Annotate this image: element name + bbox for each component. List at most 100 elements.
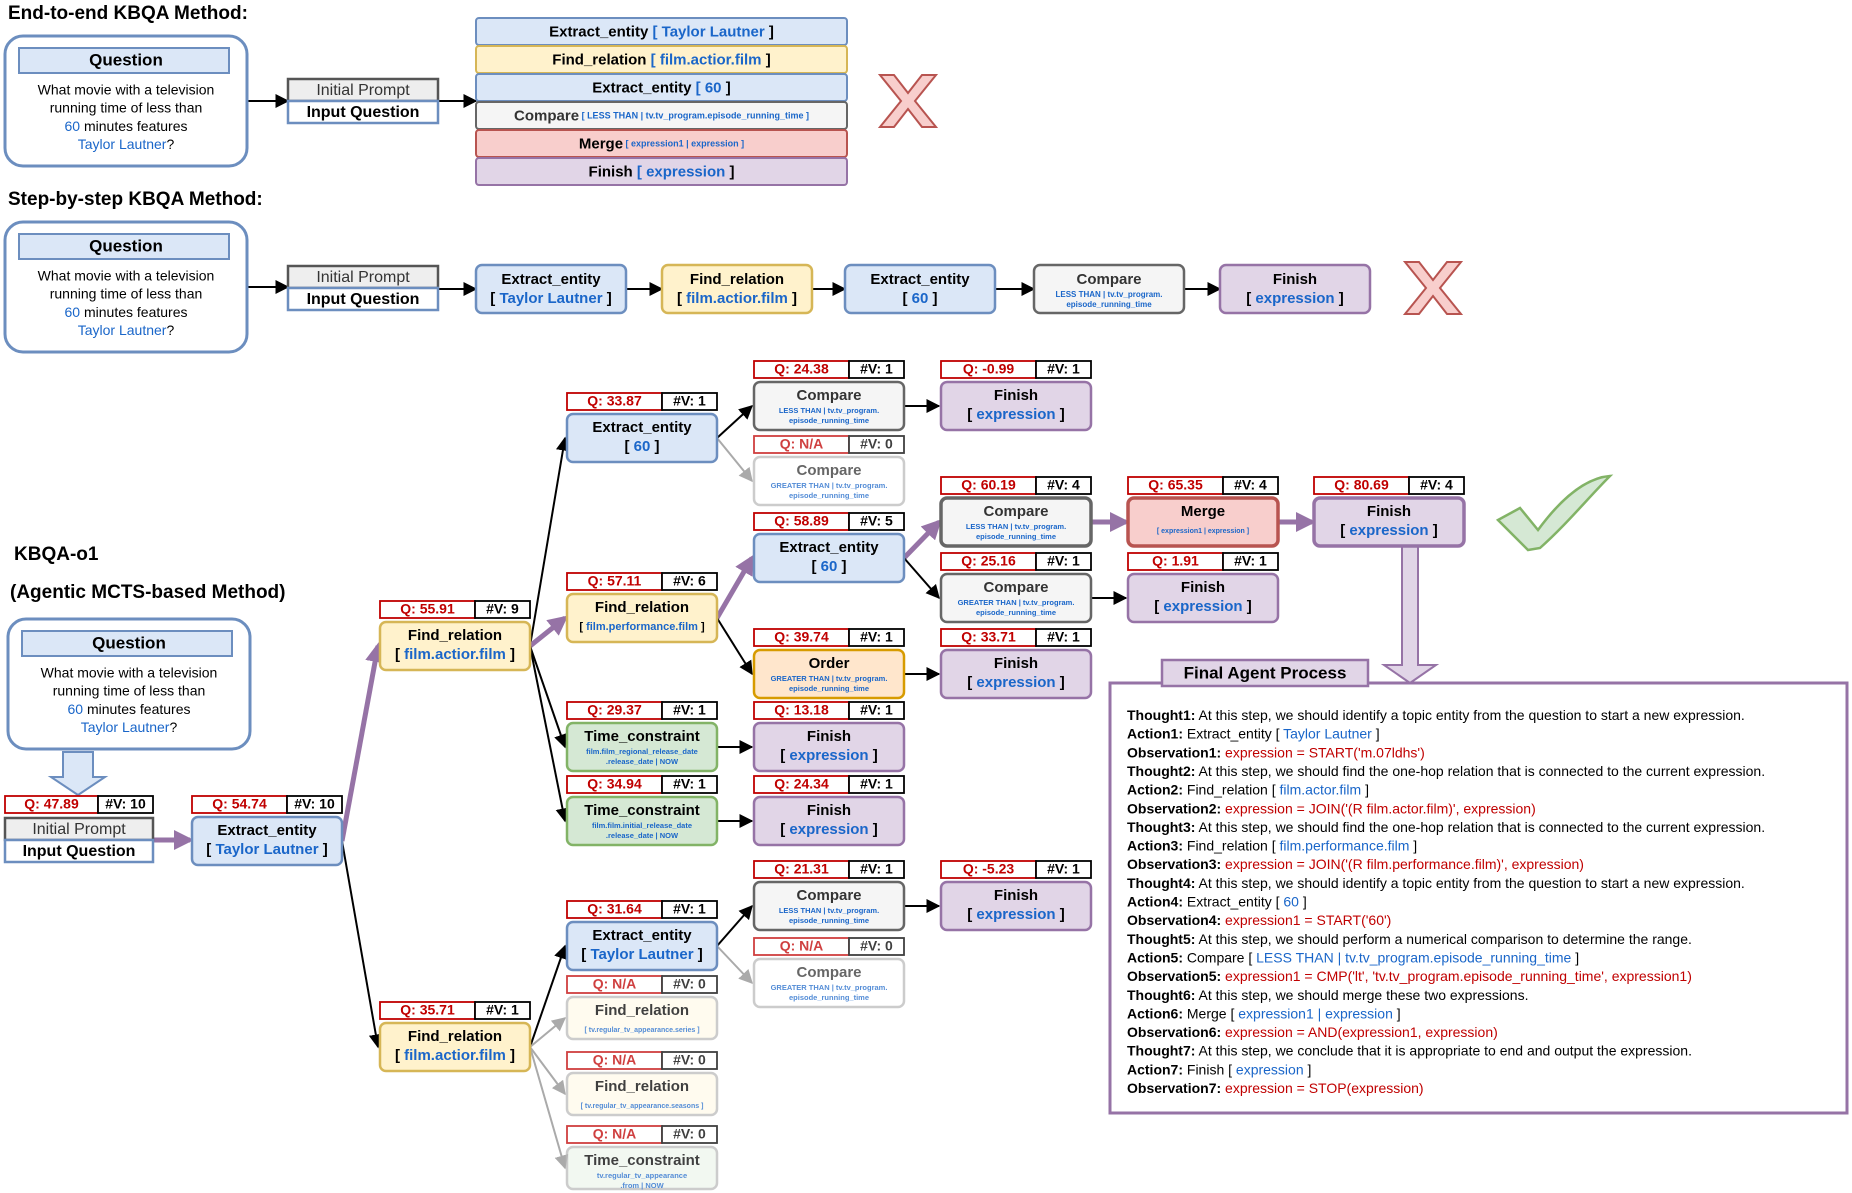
tree-edge — [903, 557, 940, 600]
e2e-step-label: Extract_entity [ 60 ] — [592, 79, 730, 96]
visit-count-badge: #V: 1 — [673, 393, 706, 409]
tree-edge — [529, 1046, 566, 1096]
question-line: running time of less than — [50, 286, 203, 302]
node-action-arg: [ tv.regular_tv_appearance.series ] — [584, 1027, 699, 1034]
process-line-thought: Thought1: At this step, we should identi… — [1127, 707, 1745, 723]
tree-edge — [529, 1017, 567, 1048]
node-action-name: Time_constraint — [584, 802, 700, 819]
sbs-step-name: Find_relation — [690, 271, 784, 288]
node-action-arg: [ 60 ] — [811, 558, 846, 575]
question-line: 60 minutes features — [65, 304, 188, 320]
sbs-title: Step-by-step KBQA Method: — [8, 189, 263, 210]
input-question-label: Input Question — [307, 291, 420, 308]
visit-count-badge: #V: 10 — [105, 796, 146, 812]
visit-count-badge: #V: 1 — [673, 901, 706, 917]
process-line-obs: Observation1: expression = START('m.07ld… — [1127, 744, 1425, 760]
sbs-step-5: Finish[ expression ] — [1218, 263, 1372, 315]
visit-count-badge: #V: 1 — [486, 1002, 519, 1018]
q-value-badge: Q: 39.74 — [774, 629, 829, 645]
tree-edge — [529, 944, 568, 1048]
q-value-badge: Q: 47.89 — [24, 796, 79, 812]
q-value-badge: Q: 54.74 — [212, 796, 267, 812]
e2e-title: End-to-end KBQA Method: — [8, 3, 248, 24]
check-icon — [1495, 474, 1614, 552]
process-line-obs: Observation2: expression = JOIN('(R film… — [1127, 800, 1536, 816]
question-line: Taylor Lautner? — [78, 136, 175, 152]
sbs-step-1: Extract_entity[ Taylor Lautner ] — [474, 263, 628, 315]
node-action-name: Finish — [807, 728, 851, 745]
node-action-arg: LESS THAN | tv.tv_program. — [779, 906, 879, 915]
q-value-badge: Q: 55.91 — [400, 601, 455, 617]
sbs-step-arg: episode_running_time — [1066, 300, 1152, 309]
q-value-badge: Q: 24.34 — [774, 776, 829, 792]
process-line-obs: Observation7: expression = STOP(expressi… — [1127, 1080, 1424, 1096]
node-action-arg: [ 60 ] — [624, 438, 659, 455]
visit-count-badge: #V: 4 — [1420, 477, 1453, 493]
process-line-action: Action1: Extract_entity [ Taylor Lautner… — [1127, 725, 1380, 741]
visit-count-badge: #V: 1 — [1047, 553, 1080, 569]
visit-count-badge: #V: 9 — [486, 601, 519, 617]
process-line-thought: Thought7: At this step, we conclude that… — [1127, 1042, 1692, 1058]
tree-node-tc-1: Q: 29.37#V: 1Time_constraintfilm.film_re… — [565, 701, 719, 773]
tree-edge — [529, 645, 570, 823]
node-action-name: Extract_entity — [779, 539, 879, 556]
tree-edge — [529, 1046, 569, 1170]
sbs-step-name: Extract_entity — [870, 271, 970, 288]
node-action-name: Extract_entity — [592, 927, 692, 944]
question-line: running time of less than — [50, 100, 203, 116]
node-action-arg: episode_running_time — [976, 532, 1056, 541]
e2e-step-3: Extract_entity [ 60 ] — [475, 73, 848, 102]
node-action-arg: GREATER THAN | tv.tv_program. — [771, 481, 888, 490]
node-action-arg: [ expression ] — [1340, 522, 1438, 539]
question-line: running time of less than — [53, 683, 206, 699]
process-line-action: Action6: Merge [ expression1 | expressio… — [1127, 1005, 1401, 1021]
node-action-name: Compare — [796, 964, 861, 981]
process-line-action: Action2: Find_relation [ film.actor.film… — [1127, 781, 1369, 797]
node-action-arg: episode_running_time — [789, 684, 869, 693]
tree-edge — [902, 519, 942, 560]
node-action-arg: .from | NOW — [620, 1181, 664, 1190]
process-line-thought: Thought4: At this step, we should identi… — [1127, 875, 1745, 891]
question-header: Question — [89, 236, 163, 255]
node-action-arg: .release_date | NOW — [606, 831, 679, 840]
node-action-name: Compare — [796, 387, 861, 404]
node-action-arg: tv.regular_tv_appearance — [597, 1171, 687, 1180]
visit-count-badge: #V: 1 — [1234, 553, 1267, 569]
node-action-arg: [ tv.regular_tv_appearance.seasons ] — [581, 1103, 704, 1110]
cross-icon — [877, 74, 939, 128]
node-action-arg: [ film.actior.film ] — [395, 646, 515, 663]
process-line-thought: Thought2: At this step, we should find t… — [1127, 763, 1765, 779]
q-value-badge: Q: 33.87 — [587, 393, 642, 409]
tree-root-badges: Q: 47.89 #V: 10 — [4, 795, 154, 814]
node-action-name: Find_relation — [595, 599, 689, 616]
process-line-obs: Observation3: expression = JOIN('(R film… — [1127, 856, 1584, 872]
tree-edge — [529, 436, 570, 647]
node-action-name: Finish — [807, 802, 851, 819]
e2e-step-label: Merge [ expression1 | expression ] — [579, 135, 744, 152]
q-value-badge: Q: N/A — [780, 938, 824, 954]
tree-edge — [529, 645, 568, 749]
tree-edge — [716, 405, 754, 439]
node-action-arg: film.film.initial_release_date — [592, 821, 692, 830]
node-action-name: Find_relation — [408, 627, 502, 644]
process-line-action: Action4: Extract_entity [ 60 ] — [1127, 893, 1307, 909]
process-line-thought: Thought5: At this step, we should perfor… — [1127, 931, 1692, 947]
process-line-action: Action5: Compare [ LESS THAN | tv.tv_pro… — [1127, 949, 1579, 965]
visit-count-badge: #V: 1 — [1047, 629, 1080, 645]
tree-edge — [714, 554, 755, 620]
node-action-arg: LESS THAN | tv.tv_program. — [779, 406, 879, 415]
visit-count-badge: #V: 1 — [673, 702, 706, 718]
visit-count-badge: #V: 0 — [673, 1126, 706, 1142]
initial-prompt-label: Initial Prompt — [316, 82, 410, 99]
